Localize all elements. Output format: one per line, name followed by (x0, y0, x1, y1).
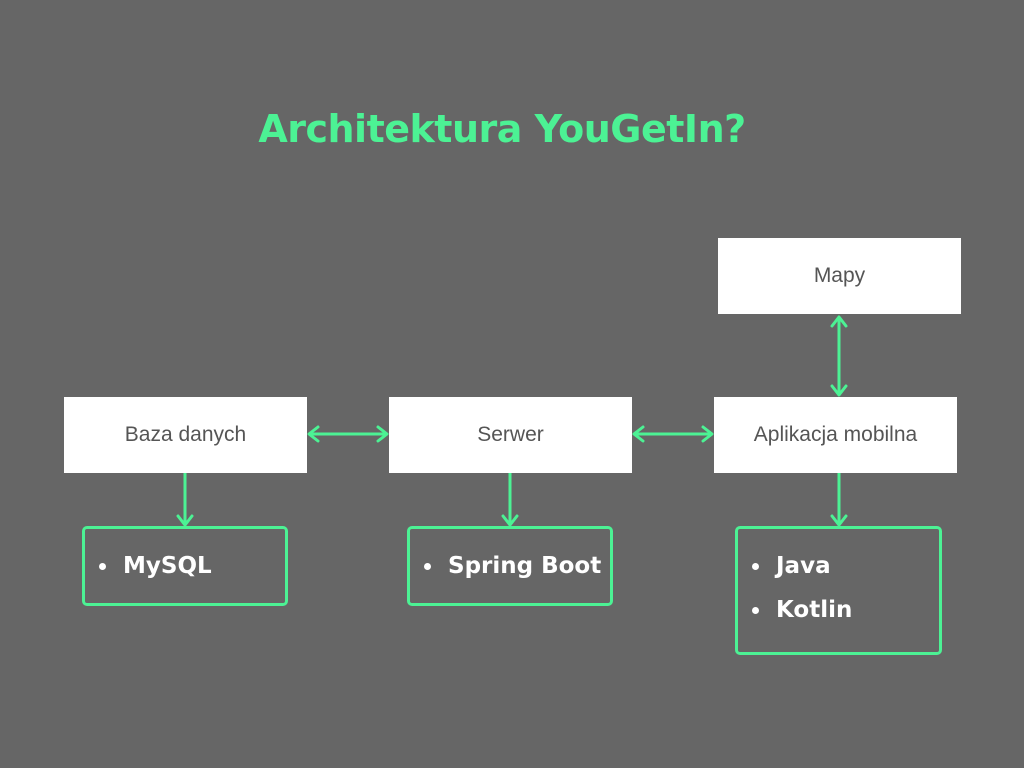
connector-mobile-app-maps (830, 315, 848, 397)
node-database-label: Baza danych (124, 423, 247, 446)
arrowhead-right (376, 425, 389, 443)
arrowhead-right (701, 425, 714, 443)
tech-item: MySQL (97, 544, 285, 588)
connector-database-server (307, 425, 389, 443)
node-server-label: Serwer (477, 423, 544, 446)
node-database: Baza danych (64, 397, 307, 473)
tech-list-database: MySQL (97, 544, 285, 588)
tech-box-database: MySQL (82, 526, 288, 606)
connector-server-tech (501, 471, 519, 527)
arrowhead-up (830, 315, 848, 328)
connector-mobile-app-tech (830, 471, 848, 527)
arrowhead-left (307, 425, 320, 443)
node-maps-label: Mapy (813, 264, 866, 287)
tech-item: Java (750, 544, 939, 588)
tech-item: Kotlin (750, 588, 939, 632)
arrowhead-down (176, 514, 194, 527)
tech-list-server: Spring Boot (422, 544, 610, 588)
tech-box-mobile-app: Java Kotlin (735, 526, 942, 655)
tech-item: Spring Boot (422, 544, 610, 588)
tech-list-mobile-app: Java Kotlin (750, 544, 939, 632)
tech-box-server: Spring Boot (407, 526, 613, 606)
node-maps: Mapy (718, 238, 961, 314)
node-mobile-app-label: Aplikacja mobilna (753, 423, 918, 446)
arrowhead-down (501, 514, 519, 527)
connector-database-tech (176, 471, 194, 527)
connector-server-mobile-app (632, 425, 714, 443)
arrowhead-down (830, 514, 848, 527)
arrowhead-down (830, 384, 848, 397)
arrowhead-left (632, 425, 645, 443)
diagram-title: Architektura YouGetIn? (258, 107, 746, 151)
node-mobile-app: Aplikacja mobilna (714, 397, 957, 473)
node-server: Serwer (389, 397, 632, 473)
